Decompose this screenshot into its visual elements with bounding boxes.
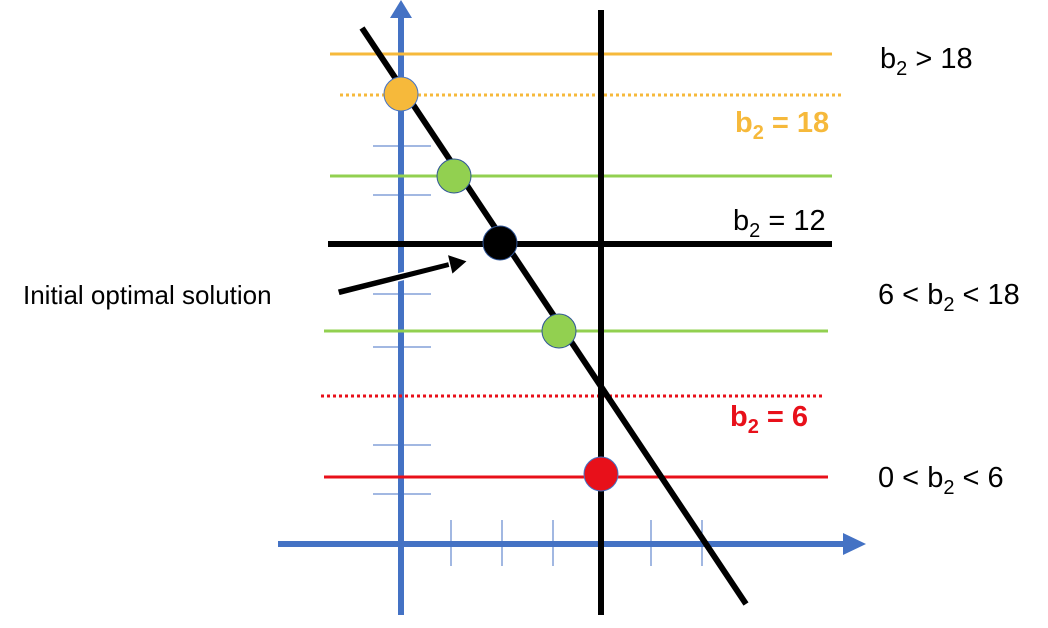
label-b2-eq-18: b2 = 18 (735, 107, 829, 144)
label-b2-eq-6: b2 = 6 (730, 401, 808, 438)
label-b2-eq-12: b2 = 12 (733, 205, 826, 242)
point-initial-optimal (482, 225, 518, 261)
y-axis-arrowhead (390, 0, 412, 18)
y-axis-ticks (373, 145, 431, 495)
label-initial-optimal-solution: Initial optimal solution (23, 280, 272, 310)
label-b2-6-18: 6 < b2 < 18 (878, 279, 1020, 316)
point-green-upper (436, 158, 472, 194)
x-axis-arrowhead (843, 533, 866, 555)
label-b2-0-6: 0 < b2 < 6 (878, 462, 1004, 499)
point-green-lower (541, 313, 577, 349)
pointer-arrow (336, 252, 470, 297)
label-b2-gt-18: b2 > 18 (880, 43, 973, 80)
point-red (583, 456, 619, 492)
point-orange (383, 76, 419, 112)
